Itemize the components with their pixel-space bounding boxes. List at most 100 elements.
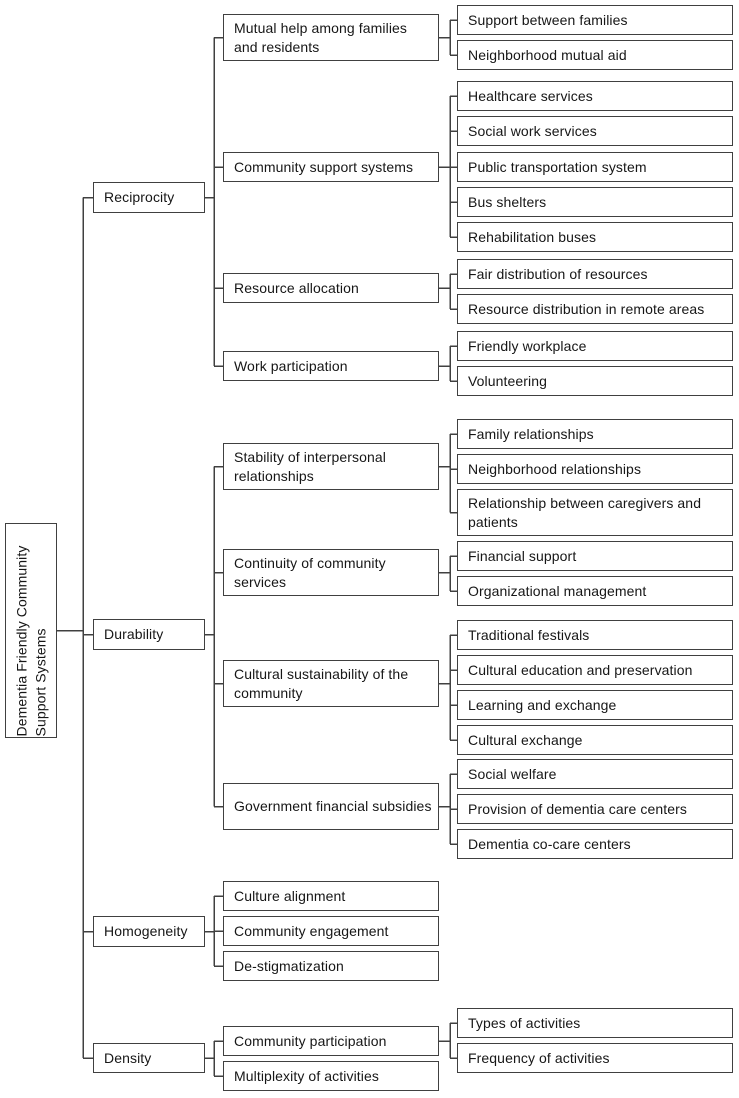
work-participation-bracket — [439, 345, 457, 382]
node-neighborhood-mutual-aid: Neighborhood mutual aid — [457, 40, 733, 70]
node-durability: Durability — [93, 619, 205, 650]
node-label: Support between families — [468, 11, 628, 28]
reciprocity-bracket — [205, 36, 223, 367]
node-label: Resource distribution in remote areas — [468, 300, 705, 317]
node-friendly-workplace: Friendly workplace — [457, 331, 733, 361]
node-resource-distribution-remote-areas: Resource distribution in remote areas — [457, 294, 733, 324]
mutual-help-bracket — [439, 19, 457, 56]
node-label: Cultural exchange — [468, 731, 583, 748]
node-mutual-help-among-families: Mutual help among families and residents — [223, 14, 439, 61]
node-reciprocity: Reciprocity — [93, 182, 205, 213]
node-label: Stability of interpersonal relationships — [234, 449, 387, 484]
node-label: Community participation — [234, 1032, 387, 1049]
node-social-welfare: Social welfare — [457, 759, 733, 789]
node-resource-allocation: Resource allocation — [223, 273, 439, 303]
node-label: Traditional festivals — [468, 626, 590, 643]
node-label: Relationship between caregivers and pati… — [468, 495, 702, 530]
node-financial-support: Financial support — [457, 541, 733, 571]
node-learning-and-exchange: Learning and exchange — [457, 690, 733, 720]
node-traditional-festivals: Traditional festivals — [457, 620, 733, 650]
node-organizational-management: Organizational management — [457, 576, 733, 606]
node-multiplexity-of-activities: Multiplexity of activities — [223, 1061, 439, 1091]
node-types-of-activities: Types of activities — [457, 1008, 733, 1038]
node-label: Government financial subsidies — [234, 798, 432, 815]
node-culture-alignment: Culture alignment — [223, 881, 439, 911]
node-rehabilitation-buses: Rehabilitation buses — [457, 222, 733, 252]
node-label: Continuity of community services — [234, 555, 386, 590]
node-label: Organizational management — [468, 582, 647, 599]
node-label: Community engagement — [234, 922, 389, 939]
node-dementia-co-care-centers: Dementia co-care centers — [457, 829, 733, 859]
node-relationship-caregivers-patients: Relationship between caregivers and pati… — [457, 489, 733, 536]
government-subsidies-bracket — [439, 773, 457, 845]
durability-bracket — [205, 465, 223, 808]
node-label: Community support systems — [234, 158, 414, 175]
node-neighborhood-relationships: Neighborhood relationships — [457, 454, 733, 484]
node-label: Social welfare — [468, 765, 557, 782]
community-participation-bracket — [439, 1022, 457, 1059]
node-label: Family relationships — [468, 425, 594, 442]
node-label: Resource allocation — [234, 279, 359, 296]
node-label: Fair distribution of resources — [468, 265, 648, 282]
node-label: Learning and exchange — [468, 696, 617, 713]
node-label: Bus shelters — [468, 193, 547, 210]
node-label: Homogeneity — [104, 923, 188, 940]
node-stability-of-interpersonal-relationships: Stability of interpersonal relationships — [223, 443, 439, 490]
node-label: Density — [104, 1049, 152, 1066]
node-frequency-of-activities: Frequency of activities — [457, 1043, 733, 1073]
node-density: Density — [93, 1043, 205, 1073]
node-label: Healthcare services — [468, 87, 593, 104]
density-bracket — [205, 1040, 223, 1077]
root-spine — [57, 196, 93, 1059]
node-label: Dementia co-care centers — [468, 835, 631, 852]
node-label: Frequency of activities — [468, 1049, 610, 1066]
node-label: Types of activities — [468, 1014, 581, 1031]
root-label: Dementia Friendly Community Support Syst… — [13, 545, 49, 736]
node-label: Cultural education and preservation — [468, 661, 693, 678]
node-label: Friendly workplace — [468, 337, 587, 354]
node-root: Dementia Friendly Community Support Syst… — [5, 523, 57, 738]
node-continuity-of-community-services: Continuity of community services — [223, 549, 439, 596]
node-label: Social work services — [468, 122, 597, 139]
node-cultural-sustainability: Cultural sustainability of the community — [223, 660, 439, 707]
node-label: Public transportation system — [468, 158, 647, 175]
node-community-support-systems: Community support systems — [223, 152, 439, 182]
node-label: Durability — [104, 626, 164, 643]
stability-bracket — [439, 433, 457, 514]
cultural-sustainability-bracket — [439, 634, 457, 741]
node-label: Multiplexity of activities — [234, 1067, 379, 1084]
node-label: De-stigmatization — [234, 957, 344, 974]
node-cultural-education-preservation: Cultural education and preservation — [457, 655, 733, 685]
resource-allocation-bracket — [439, 273, 457, 310]
node-label: Neighborhood relationships — [468, 460, 642, 477]
node-label: Culture alignment — [234, 887, 346, 904]
node-volunteering: Volunteering — [457, 366, 733, 396]
node-label: Mutual help among families and residents — [234, 20, 408, 55]
node-community-engagement: Community engagement — [223, 916, 439, 946]
node-label: Neighborhood mutual aid — [468, 46, 627, 63]
node-government-financial-subsidies: Government financial subsidies — [223, 783, 439, 830]
node-label: Volunteering — [468, 372, 548, 389]
node-label: Reciprocity — [104, 189, 175, 206]
homogeneity-bracket — [205, 895, 223, 967]
node-family-relationships: Family relationships — [457, 419, 733, 449]
node-label: Rehabilitation buses — [468, 228, 597, 245]
node-fair-distribution-of-resources: Fair distribution of resources — [457, 259, 733, 289]
node-label: Financial support — [468, 547, 577, 564]
node-de-stigmatization: De-stigmatization — [223, 951, 439, 981]
node-bus-shelters: Bus shelters — [457, 187, 733, 217]
continuity-bracket — [439, 555, 457, 592]
node-label: Cultural sustainability of the community — [234, 666, 409, 701]
node-homogeneity: Homogeneity — [93, 916, 205, 947]
node-healthcare-services: Healthcare services — [457, 81, 733, 111]
node-social-work-services: Social work services — [457, 116, 733, 146]
node-provision-dementia-care-centers: Provision of dementia care centers — [457, 794, 733, 824]
node-support-between-families: Support between families — [457, 5, 733, 35]
node-label: Work participation — [234, 357, 348, 374]
node-cultural-exchange: Cultural exchange — [457, 725, 733, 755]
community-support-bracket — [439, 95, 457, 238]
node-label: Provision of dementia care centers — [468, 800, 687, 817]
node-public-transportation-system: Public transportation system — [457, 152, 733, 182]
